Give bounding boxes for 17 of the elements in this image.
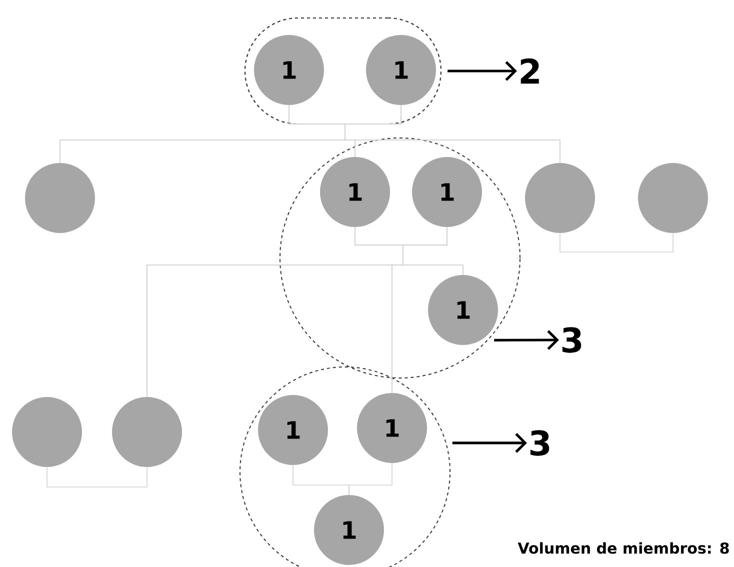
person-circle — [12, 396, 82, 467]
person-circle — [112, 396, 182, 467]
family-line — [392, 226, 448, 394]
family-line — [46, 466, 148, 488]
person-circle — [638, 163, 708, 233]
arrow — [494, 330, 559, 350]
arrow — [448, 61, 517, 81]
arrow — [452, 433, 527, 453]
person-circle — [525, 163, 595, 233]
note-text: Volumen de miembros: 8 — [518, 542, 729, 554]
family-line — [560, 232, 674, 252]
count-number: 2 — [520, 58, 539, 84]
count-number: 3 — [530, 430, 550, 456]
person-circle — [25, 163, 95, 233]
family-line — [344, 104, 560, 164]
family-line — [348, 462, 392, 496]
count-number: 3 — [562, 327, 582, 353]
